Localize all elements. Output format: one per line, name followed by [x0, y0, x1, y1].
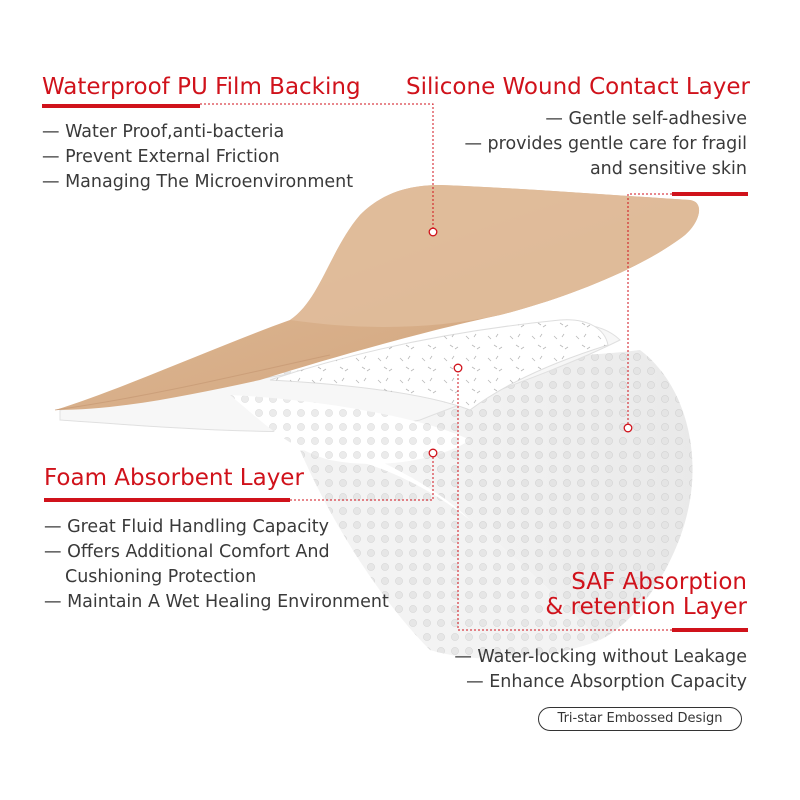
silicone-layer-shape [269, 319, 609, 411]
foam-bullet-1: — Great Fluid Handling Capacity [44, 517, 329, 537]
foam-bullet-4: — Maintain A Wet Healing Environment [44, 592, 389, 612]
leader-pu-film [200, 103, 434, 228]
leader-dots [428, 227, 633, 458]
silicone-title: Silicone Wound Contact Layer [406, 74, 750, 100]
leader-dot-foam [428, 448, 438, 458]
pu-film-bullet-3: — Managing The Microenvironment [42, 172, 354, 192]
pu-film-bullet-1: — Water Proof,anti-bacteria [42, 122, 285, 142]
foam-title: Foam Absorbent Layer [44, 465, 304, 491]
tri-star-badge: Tri-star Embossed Design [538, 707, 742, 731]
saf-title-line-1: SAF Absorption [571, 569, 747, 595]
leader-saf [457, 372, 672, 631]
leader-dot-saf [453, 363, 463, 373]
pu-film-title: Waterproof PU Film Backing [42, 74, 361, 100]
pu-film-shape [54, 185, 700, 411]
leader-dot-pu-film [428, 227, 438, 237]
saf-bullet-1: — Water-locking without Leakage [454, 647, 747, 667]
foam-bullet-2: — Offers Additional Comfort And [44, 542, 330, 562]
foam-bullet-3: Cushioning Protection [65, 567, 257, 587]
pu-film-bullet-2: — Prevent External Friction [42, 147, 280, 167]
leader-silicone [627, 193, 672, 424]
saf-underline [672, 628, 748, 632]
saf-bullet-2: — Enhance Absorption Capacity [466, 672, 747, 692]
silicone-bullet-1: — Gentle self-adhesive [545, 109, 747, 129]
silicone-bullet-2: — provides gentle care for fragil [464, 134, 747, 154]
pu-film-underline [42, 104, 200, 108]
leader-lines [200, 103, 672, 631]
silicone-bullet-3: and sensitive skin [589, 159, 747, 179]
silicone-underline [672, 192, 748, 196]
leader-dot-silicone [623, 423, 633, 433]
saf-title-line-2: & retention Layer [545, 594, 747, 620]
foam-underline [44, 498, 290, 502]
